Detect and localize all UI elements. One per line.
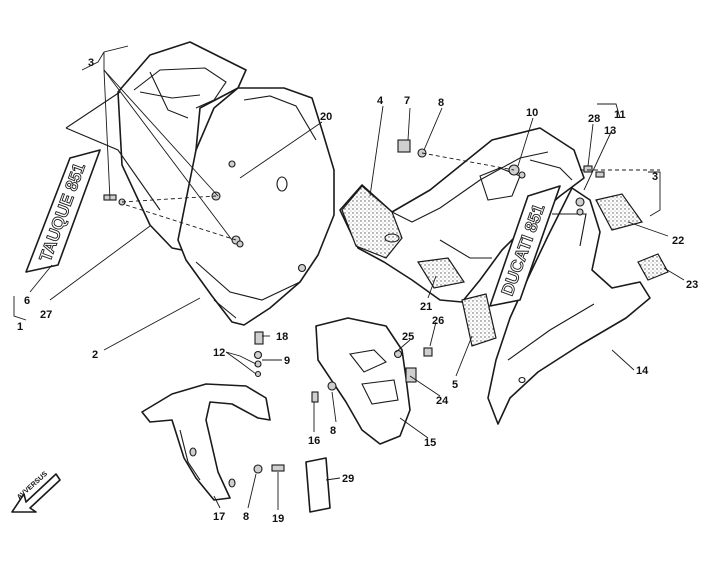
callout-13: 13 [604, 125, 616, 137]
callout-29: 29 [342, 473, 354, 485]
pad-23 [637, 253, 669, 281]
lower-side-cover [311, 317, 433, 445]
right-fasteners [397, 139, 660, 179]
callout-6: 6 [24, 295, 30, 307]
callout-19: 19 [272, 513, 284, 525]
callout-16: 16 [308, 435, 320, 447]
callout-25: 25 [402, 331, 414, 343]
callout-1: 1 [17, 321, 23, 333]
callout-3-left: 3 [88, 57, 94, 69]
mudguard-fasteners [253, 331, 285, 474]
callout-26: 26 [432, 315, 444, 327]
callout-12: 12 [213, 347, 225, 359]
left-decal: TAUQUE 851 [25, 149, 101, 273]
left-side-panel [177, 87, 335, 326]
callout-8-mudguard: 8 [243, 511, 249, 523]
leader-lines [13, 45, 685, 510]
callout-5: 5 [452, 379, 458, 391]
pad-22 [595, 193, 643, 231]
callout-21: 21 [420, 301, 432, 313]
pad-21 [417, 257, 465, 289]
callout-11: 11 [614, 109, 626, 121]
callout-8-top: 8 [438, 97, 444, 109]
callout-8-cover: 8 [330, 425, 336, 437]
callout-10: 10 [526, 107, 538, 119]
right-upper-fairing [339, 127, 585, 303]
callout-17: 17 [213, 511, 225, 523]
pad-5 [461, 293, 497, 347]
callout-4: 4 [377, 95, 384, 107]
callout-20: 20 [320, 111, 332, 123]
direction-arrow: AVVERSUS [11, 470, 61, 513]
callout-24: 24 [436, 395, 449, 407]
callout-14: 14 [636, 365, 649, 377]
callout-9: 9 [284, 355, 290, 367]
callout-labels: 1 2 3 3 4 5 6 7 8 8 8 9 10 11 12 13 14 1… [17, 57, 698, 525]
callout-7: 7 [404, 95, 410, 107]
front-mudguard [141, 383, 271, 501]
callout-22: 22 [672, 235, 684, 247]
right-lower-fairing [487, 165, 651, 425]
callout-28: 28 [588, 113, 600, 125]
callout-2: 2 [92, 349, 98, 361]
left-upper-fairing [65, 41, 247, 251]
callout-18: 18 [276, 331, 288, 343]
callout-27: 27 [40, 309, 52, 321]
callout-3-right: 3 [652, 171, 658, 183]
callout-15: 15 [424, 437, 436, 449]
callout-23: 23 [686, 279, 698, 291]
plate-29 [305, 457, 331, 513]
